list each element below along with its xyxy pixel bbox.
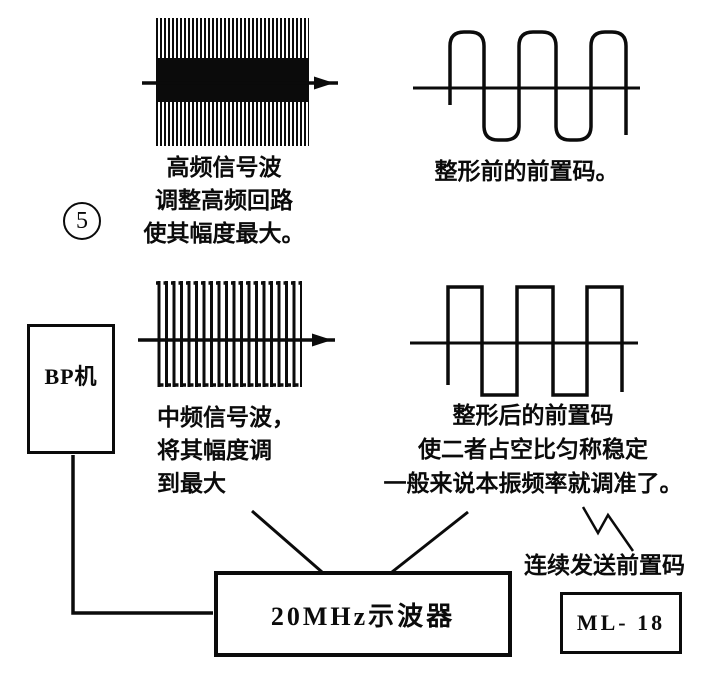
caption-line: 高频信号波 bbox=[166, 155, 282, 181]
left-probe-line bbox=[251, 509, 323, 574]
model-box: ML- 18 bbox=[560, 592, 682, 654]
preamble-before-shaping-waveform bbox=[413, 30, 640, 142]
arrow-right-icon bbox=[312, 333, 332, 347]
oscilloscope-box: 20MHz示波器 bbox=[214, 571, 512, 657]
caption-line: 到最大 bbox=[157, 471, 226, 497]
caption-if-signal: 中频信号波， 将其幅度调 到最大 bbox=[157, 402, 295, 501]
caption-hf-signal: 高频信号波 调整高频回路 使其幅度最大。 bbox=[133, 152, 315, 251]
caption-line: 使二者占空比匀称稳定 bbox=[418, 437, 648, 463]
model-box-label: ML- 18 bbox=[576, 610, 666, 635]
caption-line: 整形前的前置码。 bbox=[434, 159, 619, 185]
step-number: 5 bbox=[76, 207, 88, 234]
oscilloscope-box-label: 20MHz示波器 bbox=[270, 601, 456, 631]
caption-preamble-before: 整形前的前置码。 bbox=[408, 156, 645, 189]
preamble-after-shaping-waveform bbox=[410, 285, 638, 397]
pager-box-label: BP机 bbox=[44, 364, 98, 389]
caption-line: 整形后的前置码 bbox=[452, 403, 614, 429]
caption-line: 调整高频回路 bbox=[155, 188, 293, 214]
step-number-badge: 5 bbox=[63, 202, 101, 240]
caption-line: 一般来说本振频率就调准了。 bbox=[383, 471, 683, 497]
right-probe-line bbox=[391, 510, 469, 574]
high-frequency-burst-waveform bbox=[142, 18, 338, 146]
caption-line: 将其幅度调 bbox=[157, 438, 272, 464]
pager-box: BP机 bbox=[27, 324, 115, 454]
continuous-send-label: 连续发送前置码 bbox=[524, 553, 685, 579]
intermediate-frequency-waveform bbox=[138, 281, 335, 387]
zigzag-callout-line bbox=[581, 506, 635, 552]
caption-line: 中频信号波， bbox=[157, 405, 295, 431]
caption-preamble-after: 整形后的前置码 使二者占空比匀称稳定 一般来说本振频率就调准了。 bbox=[365, 399, 701, 501]
caption-line: 使其幅度最大。 bbox=[143, 221, 305, 247]
arrow-right-icon bbox=[314, 76, 334, 90]
